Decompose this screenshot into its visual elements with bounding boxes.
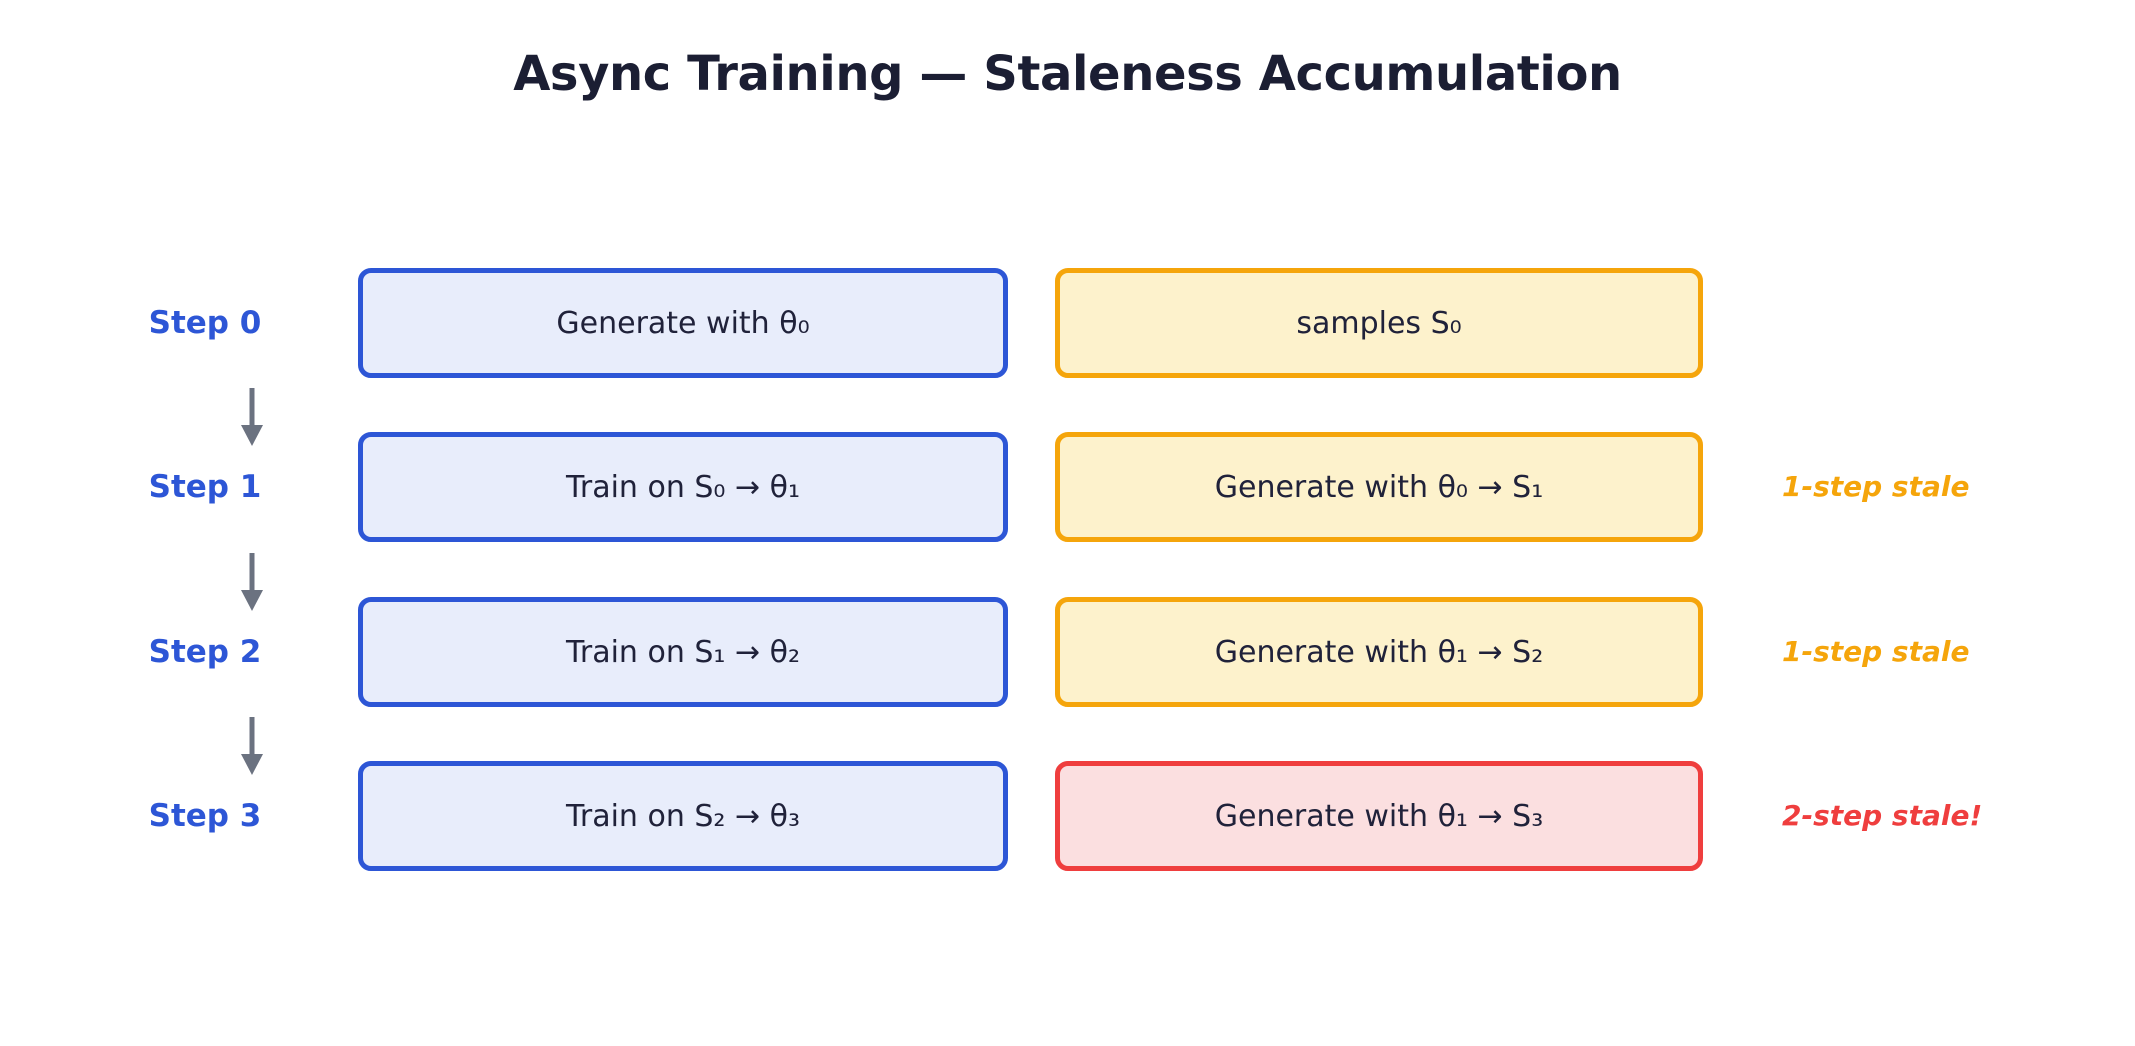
stale-annotation-step-1: 1-step stale (1782, 470, 1970, 503)
down-arrow-icon-step-2-to-3 (232, 717, 272, 779)
step-label-0: Step 0 (148, 305, 262, 341)
stale-annotation-step-3: 2-step stale! (1782, 799, 1983, 832)
stale-annotation-step-2: 1-step stale (1782, 635, 1970, 668)
generate-box-step-3-label: Generate with θ₁ → S₃ (1214, 798, 1544, 834)
samples-box-step-0[interactable]: samples S₀ (1055, 268, 1703, 378)
down-arrow-icon-step-1-to-2 (232, 553, 272, 615)
generate-box-step-2[interactable]: Generate with θ₁ → S₂ (1055, 597, 1703, 707)
train-box-step-3[interactable]: Train on S₂ → θ₃ (358, 761, 1008, 871)
down-arrow-icon-step-0-to-1 (232, 388, 272, 450)
train-box-step-2[interactable]: Train on S₁ → θ₂ (358, 597, 1008, 707)
step-row-3: Step 3 Train on S₂ → θ₃ Generate with θ₁… (0, 761, 2135, 871)
train-box-step-2-label: Train on S₁ → θ₂ (565, 634, 801, 670)
train-box-step-1[interactable]: Train on S₀ → θ₁ (358, 432, 1008, 542)
page-title: Async Training — Staleness Accumulation (513, 46, 1622, 102)
train-box-step-1-label: Train on S₀ → θ₁ (565, 469, 801, 505)
train-box-step-3-label: Train on S₂ → θ₃ (565, 798, 801, 834)
step-label-2: Step 2 (148, 634, 262, 670)
generate-box-step-0[interactable]: Generate with θ₀ (358, 268, 1008, 378)
samples-box-step-0-label: samples S₀ (1296, 305, 1462, 341)
generate-box-step-1[interactable]: Generate with θ₀ → S₁ (1055, 432, 1703, 542)
generate-box-step-3[interactable]: Generate with θ₁ → S₃ (1055, 761, 1703, 871)
generate-box-step-0-label: Generate with θ₀ (556, 305, 810, 341)
step-row-0: Step 0 Generate with θ₀ samples S₀ (0, 268, 2135, 378)
step-row-2: Step 2 Train on S₁ → θ₂ Generate with θ₁… (0, 597, 2135, 707)
generate-box-step-2-label: Generate with θ₁ → S₂ (1214, 634, 1544, 670)
generate-box-step-1-label: Generate with θ₀ → S₁ (1214, 469, 1544, 505)
step-label-1: Step 1 (148, 469, 262, 505)
step-row-1: Step 1 Train on S₀ → θ₁ Generate with θ₀… (0, 432, 2135, 542)
step-label-3: Step 3 (148, 798, 262, 834)
